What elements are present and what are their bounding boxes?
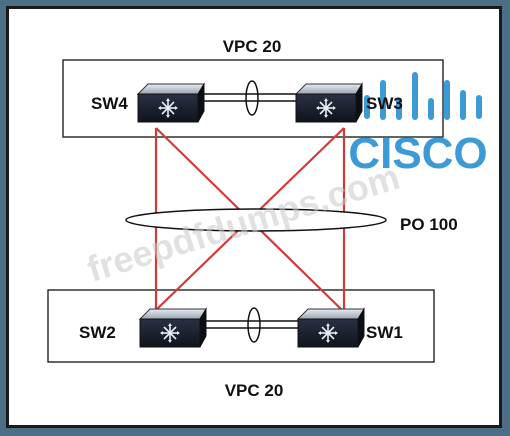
switch-sw2-label: SW2 — [79, 323, 116, 342]
switch-sw1-icon — [297, 308, 365, 348]
bottom-vpc-box — [47, 289, 435, 363]
switch-sw3-icon — [295, 83, 363, 123]
top-vpc-label: VPC 20 — [223, 37, 282, 56]
top-vpc-box — [62, 59, 444, 138]
bottom-vpc-label: VPC 20 — [225, 381, 284, 400]
port-channel-label: PO 100 — [400, 215, 458, 234]
peer-link-top — [204, 80, 298, 116]
peer-link-bottom — [206, 307, 300, 343]
switch-sw4-icon — [137, 83, 205, 123]
cisco-logo: CISCO — [348, 72, 488, 178]
switch-sw2-icon — [139, 308, 207, 348]
switch-sw4-label: SW4 — [91, 94, 128, 113]
switch-sw3-label: SW3 — [366, 94, 403, 113]
cisco-logo-text: CISCO — [348, 129, 487, 178]
port-channel-ellipse — [125, 208, 387, 232]
switch-sw1-label: SW1 — [366, 323, 403, 342]
